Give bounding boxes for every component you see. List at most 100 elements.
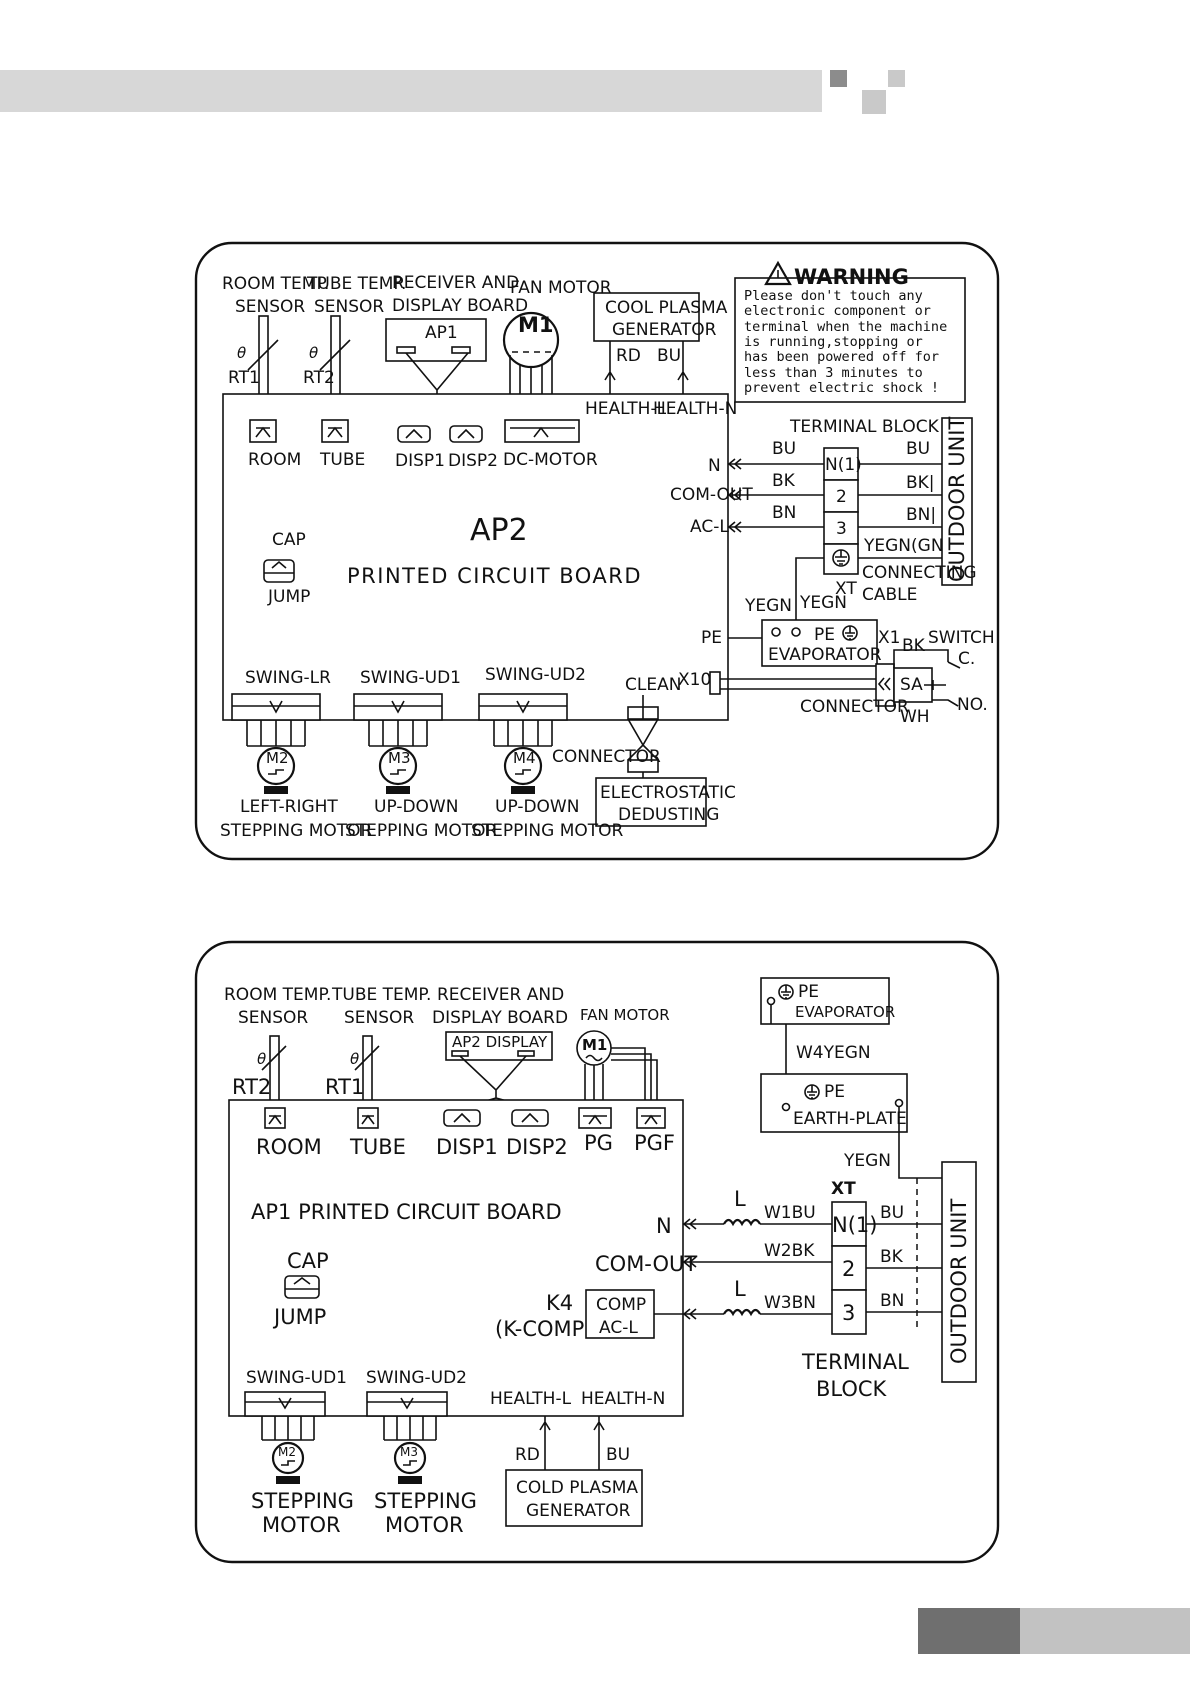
d1-warning-icon [764, 260, 792, 286]
d1-pe-evap-2: EVAPORATOR [768, 645, 882, 665]
d2-comp-box [585, 1289, 655, 1339]
d2-w1bu: W1BU [764, 1203, 816, 1223]
d2-disp1-connector: DISP1 [436, 1109, 498, 1159]
d1-jump-connector [263, 559, 295, 583]
d2-bu: BU [880, 1203, 904, 1223]
d2-tube-sensor-2: SENSOR [344, 1008, 414, 1028]
d1-swing-ud2: SWING-UD2 [485, 665, 586, 685]
d1-warning-line7: prevent electric shock ! [744, 380, 939, 396]
d2-thermistor-rt1: θ RT1 [325, 1035, 380, 1105]
d2-room-connector: ROOM [256, 1107, 322, 1159]
d2-plasma-2: GENERATOR [526, 1501, 631, 1521]
d1-electrostatic-2: DEDUSTING [618, 805, 719, 825]
svg-text:RT1: RT1 [228, 368, 260, 388]
d2-outdoor-unit-box [941, 1161, 977, 1383]
d2-xt: XT [831, 1179, 856, 1199]
d1-motor-ud1-2: STEPPING MOTOR [345, 821, 498, 841]
svg-text:DC-MOTOR: DC-MOTOR [503, 450, 598, 470]
d1-connector-1: CONNECTOR [800, 697, 909, 717]
d2-terminal-block-1: TERMINAL [801, 1350, 909, 1374]
d2-n: N [656, 1214, 672, 1238]
d1-yegn-1: YEGN [744, 596, 792, 616]
d1-outdoor-unit: OUTDOOR UNIT [945, 417, 969, 582]
d2-plasma-box [505, 1469, 643, 1527]
d1-pcb-label: PRINTED CIRCUIT BOARD [347, 564, 642, 588]
svg-text:PGF: PGF [634, 1131, 675, 1155]
d1-disp1-connector: DISP1 [395, 425, 445, 471]
d1-warning-line2: electronic component or [744, 303, 931, 319]
d2-jump: JUMP [272, 1305, 326, 1329]
d1-receiver-line1: RECEIVER AND [392, 273, 519, 293]
svg-text:3: 3 [836, 519, 847, 539]
d2-pg-connector: PG [578, 1107, 613, 1155]
svg-text:RT2: RT2 [232, 1075, 271, 1099]
d2-pcb-label: AP1 PRINTED CIRCUIT BOARD [251, 1200, 562, 1224]
wiring-diagram-1: ROOM TEMP. SENSOR TUBE TEMP. SENSOR RECE… [194, 241, 1000, 861]
header-bar [0, 70, 822, 112]
d2-thermistor-rt2: θ RT2 [232, 1035, 287, 1105]
svg-text:2: 2 [842, 1257, 855, 1281]
d2-inductor-2: L [723, 1277, 761, 1317]
d2-k4: K4 [546, 1291, 573, 1315]
d1-x10: X10 [678, 670, 711, 690]
d1-electrostatic-1: ELECTROSTATIC [600, 783, 736, 803]
d2-receiver-2: DISPLAY BOARD [432, 1008, 568, 1028]
svg-text:θ: θ [257, 1050, 266, 1068]
d1-room-sensor-line1: ROOM TEMP. [222, 274, 329, 294]
svg-text:ROOM: ROOM [256, 1135, 322, 1159]
d2-plasma-1: COLD PLASMA [516, 1478, 638, 1498]
d1-switch-sa: SA [893, 649, 961, 707]
svg-text:DISP2: DISP2 [448, 451, 498, 471]
d1-wire-bu: BU [772, 439, 796, 459]
d1-health-n: HEALTH-N [653, 399, 737, 419]
d1-connecting-cable-2: CABLE [862, 585, 917, 605]
svg-text:M1: M1 [518, 313, 554, 337]
d1-x1: X1 [878, 628, 900, 648]
d1-motor-ud2-2: STEPPING MOTOR [471, 821, 624, 841]
d1-clean: CLEAN [625, 675, 681, 695]
d1-health-l: HEALTH-L [585, 399, 667, 419]
svg-text:TUBE: TUBE [349, 1135, 406, 1159]
d2-ap2-display: AP2 DISPLAY [452, 1033, 548, 1051]
d2-comp: COMP [596, 1295, 646, 1315]
d1-xt: XT [835, 579, 857, 599]
d1-wire-bn: BN [772, 503, 796, 523]
d1-tube-sensor-line2: SENSOR [314, 297, 384, 317]
d2-receiver-1: RECEIVER AND [437, 985, 564, 1005]
d2-w3bn: W3BN [764, 1293, 816, 1313]
d1-swing-lr: SWING-LR [245, 668, 331, 688]
d1-pe-evaporator-box [761, 619, 878, 667]
d1-jump: JUMP [267, 587, 310, 607]
d1-motor-lr-1: LEFT-RIGHT [240, 797, 338, 817]
d1-warning-line4: is running,stopping or [744, 334, 923, 350]
d1-warning-title: WARNING [794, 265, 909, 289]
d2-swing-ud1-connector: M2 [244, 1391, 326, 1484]
diagram2-frame [194, 940, 1000, 1564]
d2-bn: BN [880, 1291, 904, 1311]
d1-pe: PE [701, 628, 722, 648]
header-square-dark [830, 70, 847, 87]
d1-swing-ud1: SWING-UD1 [360, 668, 461, 688]
d1-switch: SWITCH [928, 628, 995, 648]
d2-tube-sensor-1: TUBE TEMP. [331, 985, 431, 1005]
d1-room-connector: ROOM [248, 419, 301, 470]
d2-k-comp: (K-COMP) [495, 1317, 593, 1341]
d1-outdoor-unit-box [941, 417, 973, 586]
d1-terminal-block: N(1) 2 3 [823, 447, 862, 575]
d2-tube-connector: TUBE [349, 1107, 406, 1159]
svg-text:L: L [734, 1187, 746, 1211]
d2-room-sensor-2: SENSOR [238, 1008, 308, 1028]
d1-rd: RD [616, 346, 641, 366]
d2-bk: BK [880, 1247, 904, 1267]
d2-motor1-1: STEPPING [251, 1489, 354, 1513]
diagram1-frame [194, 241, 1000, 861]
svg-text:DISP1: DISP1 [436, 1135, 498, 1159]
svg-text:M3: M3 [388, 749, 411, 767]
svg-text:θ: θ [350, 1050, 359, 1068]
svg-text:RT2: RT2 [303, 368, 335, 388]
d1-warning-line1: Please don't touch any [744, 288, 923, 304]
d2-jump-connector [284, 1275, 320, 1299]
d2-swing-ud2-connector: M3 [366, 1391, 448, 1484]
d1-plasma-box [593, 292, 700, 342]
